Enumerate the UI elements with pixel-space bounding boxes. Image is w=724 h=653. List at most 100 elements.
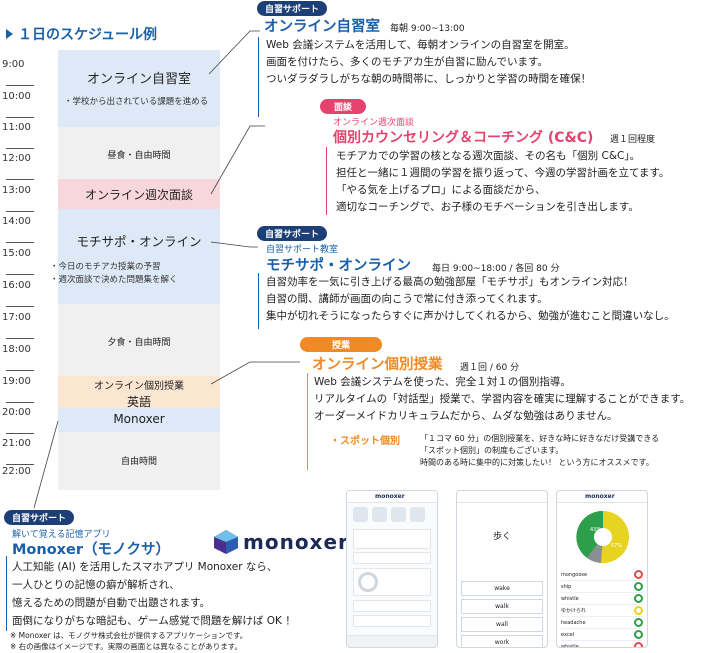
time-label: 21:00 (2, 438, 31, 449)
text-line: 「１コマ 60 分」の個別授業を、好きな時に好きなだけ受講できる (420, 434, 660, 443)
time-divider (6, 306, 34, 307)
time-label: 12:00 (2, 153, 31, 164)
word-ring-icon (634, 618, 643, 627)
time-label: 20:00 (2, 407, 31, 418)
word-ring-icon (634, 606, 643, 615)
pie-label-b: 57% (611, 543, 622, 549)
text-line: 「スポット個別」の制度もございます。 (420, 446, 564, 455)
monoxer-logo: monoxer (213, 529, 348, 559)
time-label: 9:00 (2, 59, 25, 70)
pie-label-a: 43% (590, 527, 601, 533)
block-mochisapo-note: ・今日のモチアカ授業の予習 (50, 262, 161, 272)
quiz-choice[interactable]: wake (461, 581, 543, 596)
block-lunch: 昼食・自由時間 (58, 127, 220, 179)
text-study-room: Web 会議システムを活用して、毎朝オンラインの自習室を開室。 画面を付けたら、… (266, 37, 591, 88)
connector-counseling (210, 125, 265, 195)
time-divider (6, 402, 34, 403)
block-weekly-title: オンライン週次面談 (84, 188, 193, 202)
block-monoxer-title: Monoxer (113, 412, 165, 426)
time-divider (6, 117, 34, 118)
monoxer-logo-text: monoxer (243, 530, 349, 554)
subtitle-counseling: オンライン週次面談 (333, 118, 415, 128)
pie-slice-b (576, 510, 603, 558)
text-monoxer: 人工知能 (AI) を活用したスマホアプリ Monoxer なら、 一人ひとりの… (12, 558, 296, 630)
text-line: 担任と一緒に１週間の学習を振り返って、今週の学習計画を立てます。 (336, 167, 670, 179)
bar-counseling (326, 147, 327, 215)
time-label: 15:00 (2, 248, 31, 259)
block-monoxer: Monoxer (58, 408, 220, 432)
bar-study-room (258, 37, 259, 117)
tag-counseling: 面談 (320, 99, 367, 114)
text-line: モチアカでの学習の核となる週次面談、その名も「個別 C&C」。 (336, 150, 641, 162)
word-row: mongoose (561, 569, 643, 581)
block-private-title: オンライン個別授業 (94, 381, 184, 392)
app-icon (372, 507, 387, 522)
block-mochisapo: モチサポ・オンライン ・今日のモチアカ授業の予習 ・週次面談で決めた問題集を解く (50, 209, 220, 304)
meta-mochisapo: 毎日 9:00~18:00 / 各回 80 分 (432, 264, 560, 274)
block-free-title: 自由時間 (120, 457, 157, 467)
connector-mochisapo (210, 241, 258, 248)
app-icon (391, 507, 406, 522)
word-row: ship (561, 581, 643, 593)
block-mochisapo-note: ・週次面談で決めた問題集を解く (50, 275, 178, 285)
phone-icons (347, 503, 437, 526)
time-label: 18:00 (2, 344, 31, 355)
progress-ring (358, 572, 378, 592)
schedule-heading-text: １日のスケジュール例 (18, 27, 158, 43)
bar-private (307, 373, 308, 470)
time-divider (6, 148, 34, 149)
time-divider (6, 338, 34, 339)
subtitle-monoxer: 解いて覚える記憶アプリ (12, 530, 111, 540)
phone-card (353, 600, 431, 612)
title-private: オンライン個別授業 (312, 357, 443, 373)
quiz-choice[interactable]: work (461, 635, 543, 647)
footnotes: ※ Monoxer は、モノグサ株式会社が提供するアプリケーションです。 ※ 右… (10, 630, 247, 652)
title-mochisapo: モチサポ・オンライン (266, 258, 411, 274)
block-online-study-title: オンライン自習室 (86, 72, 191, 87)
word-label: mongoose (561, 571, 588, 578)
text-line: 「やる気を上げるプロ」による面談だから、 (336, 184, 546, 196)
word-ring-icon (634, 630, 643, 639)
time-label: 16:00 (2, 280, 31, 291)
word-row: headache (561, 617, 643, 629)
time-divider (6, 179, 34, 180)
word-label: ship (561, 583, 572, 590)
schedule-heading: １日のスケジュール例 (6, 24, 157, 44)
time-label: 14:00 (2, 216, 31, 227)
text-line: 自習効率を一気に引き上げる最高の勉強部屋「モチサポ」もオンライン対応！ (266, 276, 634, 288)
time-label: 11:00 (2, 122, 31, 133)
tag-mochisapo: 自習サポート (257, 226, 328, 241)
word-ring-icon (634, 642, 643, 647)
phone-progress-card (353, 568, 431, 596)
footnote: ※ 右の画像はイメージです。実際の画面とは異なることがあります。 (10, 642, 243, 651)
app-icon (410, 507, 425, 522)
phone-card (353, 529, 431, 549)
text-line: 面倒になりがちな暗記も、ゲーム感覚で問題を解けば OK ！ (12, 615, 296, 627)
word-label: whistle (561, 643, 579, 648)
block-online-study: オンライン自習室 ・学校から出されている課題を進める (58, 50, 220, 127)
block-private-subject: 英語 (126, 395, 151, 409)
block-dinner: 夕食・自由時間 (58, 304, 220, 376)
quiz-choice[interactable]: wall (461, 617, 543, 632)
phone-card (353, 615, 431, 627)
word-label: headache (561, 619, 586, 626)
time-divider (6, 211, 34, 212)
connector-study (208, 30, 260, 75)
bar-mochisapo (258, 273, 259, 329)
phone-header (457, 491, 547, 503)
pie-center (594, 528, 612, 546)
spot-label: ・スポット個別 (330, 436, 400, 447)
quiz-choice[interactable]: walk (461, 599, 543, 614)
word-label: whistle (561, 595, 579, 602)
spot-text: 「１コマ 60 分」の個別授業を、好きな時に好きなだけ受講できる 「スポット個別… (420, 433, 659, 469)
title-monoxer: Monoxer（モノクサ） (12, 542, 171, 558)
connector-monoxer (33, 420, 59, 509)
quiz-choices: wake walk wall work (461, 581, 543, 647)
bar-monoxer (6, 556, 7, 631)
time-divider (6, 242, 34, 243)
time-divider (6, 274, 34, 275)
monoxer-logo-icon (214, 530, 238, 554)
phone-screen-home: monoxer (346, 490, 438, 648)
tag-private: 授業 (300, 337, 383, 352)
